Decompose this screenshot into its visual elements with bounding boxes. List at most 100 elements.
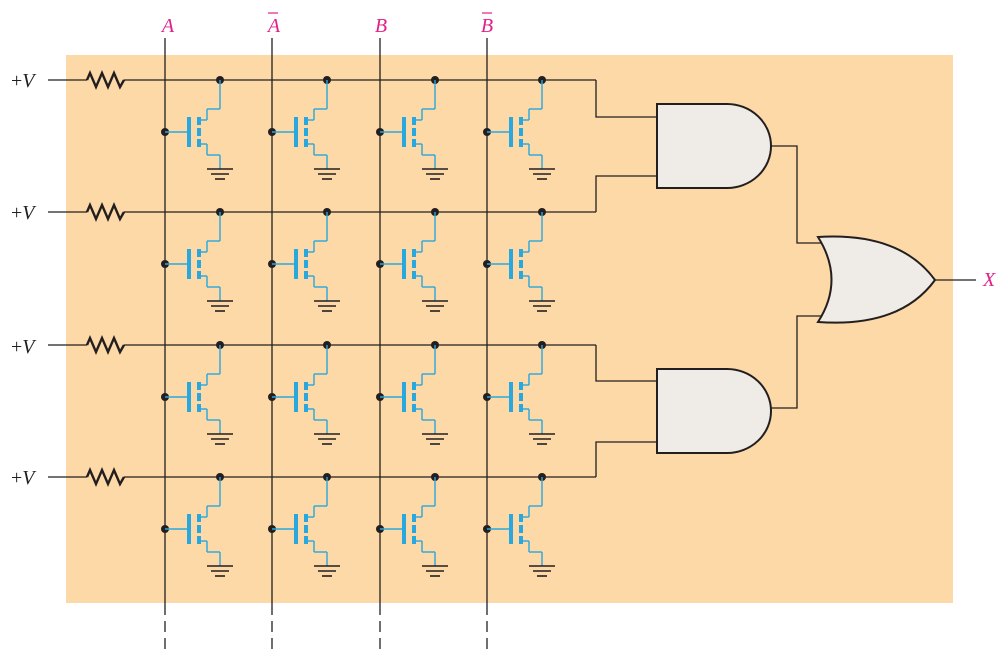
gate-plate: [187, 117, 191, 147]
channel-segment: [412, 404, 416, 412]
channel-segment: [519, 139, 523, 147]
mosfet-icon: [161, 341, 233, 445]
mosfet-icon: [268, 473, 340, 577]
svg-text:B: B: [481, 15, 493, 37]
gate-plate: [402, 382, 406, 412]
and-gate-icon: [656, 103, 772, 189]
channel-segment: [519, 260, 523, 268]
channel-segment: [519, 514, 523, 522]
svg-text:A: A: [266, 15, 281, 37]
resistor-icon: [85, 466, 126, 488]
channel-segment: [197, 249, 201, 257]
channel-segment: [197, 117, 201, 125]
svg-text:A: A: [160, 15, 175, 37]
mosfet-icon: [161, 208, 233, 312]
mosfet-icon: [161, 76, 233, 180]
channel-segment: [412, 139, 416, 147]
channel-segment: [412, 260, 416, 268]
ground-icon: [422, 300, 448, 312]
channel-segment: [412, 249, 416, 257]
and1-input-a-wire: [595, 80, 657, 118]
supply-label-2: +V: [11, 202, 37, 224]
channel-segment: [519, 404, 523, 412]
ground-icon: [529, 168, 555, 180]
gate-plate: [294, 514, 298, 544]
mosfet-icon: [483, 341, 555, 445]
channel-segment: [197, 260, 201, 268]
channel-segment: [304, 139, 308, 147]
channel-segment: [304, 514, 308, 522]
labels: A A B B +V +V +V +V X: [11, 12, 996, 489]
ground-icon: [422, 433, 448, 445]
channel-segment: [304, 249, 308, 257]
channel-segment: [519, 249, 523, 257]
channel-segment: [412, 117, 416, 125]
gate-plate: [509, 514, 513, 544]
channel-segment: [304, 536, 308, 544]
mosfet-icon: [483, 208, 555, 312]
mosfet-icon: [376, 341, 448, 445]
ground-icon: [529, 300, 555, 312]
gate-plate: [187, 514, 191, 544]
gate-plate: [187, 382, 191, 412]
and2-output-wire: [771, 315, 822, 409]
gate-plate: [509, 117, 513, 147]
logic-gates: [656, 103, 937, 454]
programmable-array: [48, 38, 596, 654]
channel-segment: [197, 525, 201, 533]
channel-segment: [412, 128, 416, 136]
output-label-x: X: [982, 269, 996, 291]
channel-segment: [519, 525, 523, 533]
channel-segment: [519, 393, 523, 401]
channel-segment: [412, 393, 416, 401]
gate-plate: [509, 382, 513, 412]
channel-segment: [304, 525, 308, 533]
ground-icon: [422, 168, 448, 180]
ground-icon: [207, 565, 233, 577]
ground-icon: [422, 565, 448, 577]
gate-plate: [294, 382, 298, 412]
gate-plate: [402, 249, 406, 279]
mosfet-icon: [376, 208, 448, 312]
and2-input-a-wire: [595, 345, 657, 382]
channel-segment: [197, 536, 201, 544]
ground-icon: [529, 565, 555, 577]
resistor-icon: [85, 69, 126, 91]
channel-segment: [197, 382, 201, 390]
channel-segment: [197, 128, 201, 136]
and-gate-icon: [656, 368, 772, 454]
mosfet-icon: [268, 76, 340, 180]
mosfet-icon: [268, 341, 340, 445]
channel-segment: [412, 514, 416, 522]
mosfet-icon: [483, 473, 555, 577]
mosfet-icon: [483, 76, 555, 180]
channel-segment: [304, 117, 308, 125]
channel-segment: [519, 117, 523, 125]
channel-segment: [197, 271, 201, 279]
resistor-icon: [85, 334, 126, 356]
input-label-a-bar: A: [266, 12, 281, 37]
channel-segment: [519, 271, 523, 279]
ground-icon: [314, 168, 340, 180]
mosfet-icon: [376, 473, 448, 577]
svg-text:B: B: [375, 15, 387, 37]
ground-icon: [207, 433, 233, 445]
channel-segment: [519, 382, 523, 390]
input-label-a: A: [160, 15, 175, 37]
channel-segment: [304, 404, 308, 412]
channel-segment: [412, 382, 416, 390]
supply-label-3: +V: [11, 336, 37, 358]
mosfet-icon: [376, 76, 448, 180]
ground-icon: [207, 168, 233, 180]
channel-segment: [197, 393, 201, 401]
channel-segment: [412, 536, 416, 544]
channel-segment: [304, 271, 308, 279]
channel-segment: [304, 260, 308, 268]
ground-icon: [529, 433, 555, 445]
input-label-b: B: [375, 15, 387, 37]
supply-label-4: +V: [11, 467, 37, 489]
channel-segment: [412, 525, 416, 533]
channel-segment: [519, 128, 523, 136]
channel-segment: [304, 393, 308, 401]
gate-plate: [402, 117, 406, 147]
